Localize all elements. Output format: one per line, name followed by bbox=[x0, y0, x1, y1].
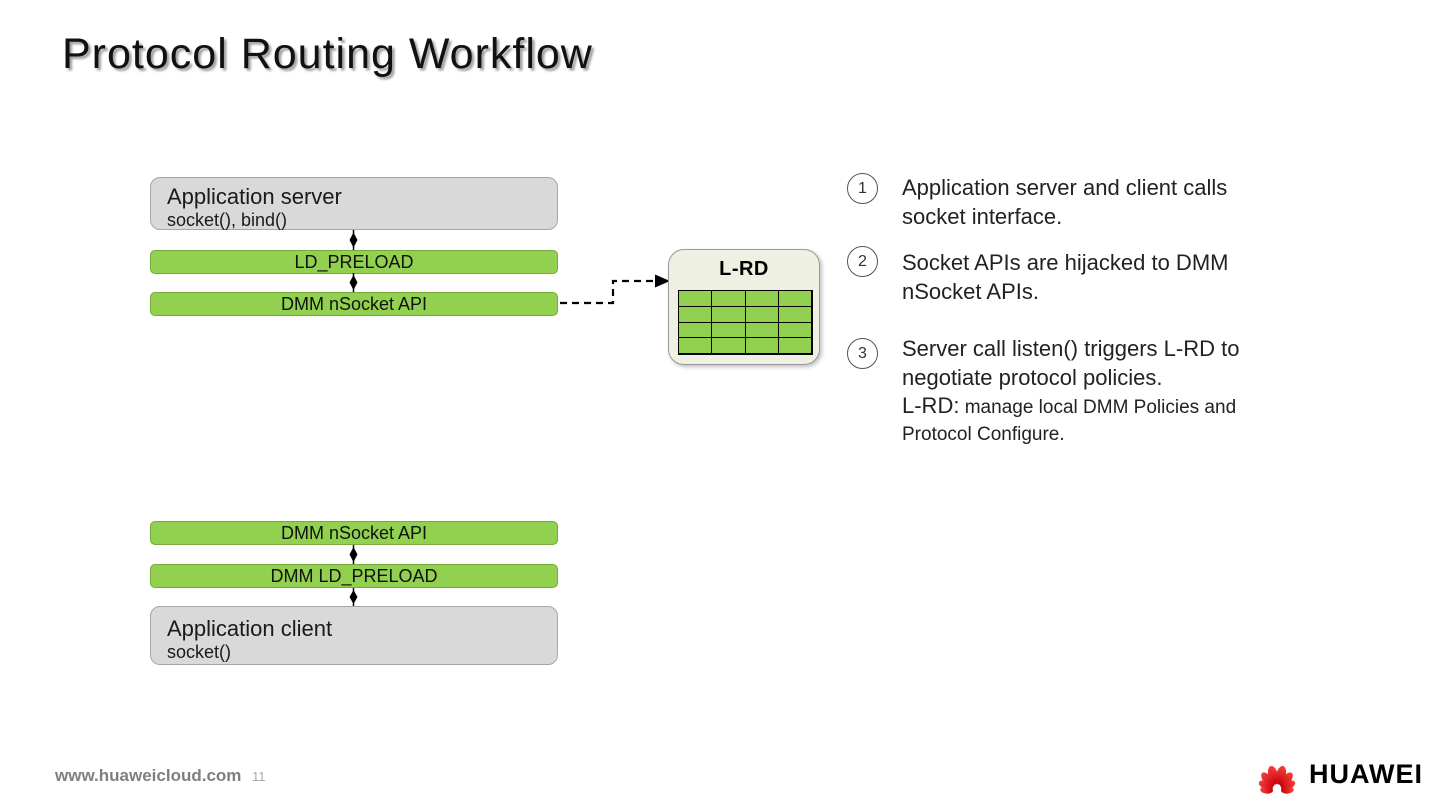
lrd-table-cell bbox=[745, 291, 779, 307]
annotation-2-badge: 2 bbox=[847, 246, 878, 277]
lrd-table-cell bbox=[679, 306, 713, 323]
lrd-table-cell bbox=[745, 306, 779, 323]
dmm-nsocket-api-bar-server: DMM nSocket API bbox=[150, 292, 558, 316]
footer-url: www.huaweicloud.com bbox=[55, 766, 242, 785]
application-server-title: Application server bbox=[167, 184, 342, 209]
lrd-table-cell bbox=[712, 291, 746, 307]
lrd-box: L-RD bbox=[668, 249, 820, 365]
lrd-table-cell bbox=[679, 291, 713, 307]
application-server-calls: socket(), bind() bbox=[167, 210, 288, 230]
lrd-table-cell bbox=[745, 338, 779, 354]
huawei-logo: HUAWEI bbox=[1253, 752, 1423, 796]
diamond-connector-icon bbox=[349, 588, 358, 606]
lrd-table-cell bbox=[778, 306, 812, 323]
ld-preload-bar: LD_PRELOAD bbox=[150, 250, 558, 274]
diamond-connector-icon bbox=[349, 230, 358, 250]
application-client-box: Application client socket() bbox=[150, 606, 558, 665]
lrd-table-cell bbox=[745, 322, 779, 339]
annotation-2-text: Socket APIs are hijacked to DMM nSocket … bbox=[902, 250, 1229, 304]
lrd-table-cell bbox=[712, 306, 746, 323]
dmm-nsocket-api-bar-client: DMM nSocket API bbox=[150, 521, 558, 545]
annotation-1-badge: 1 bbox=[847, 173, 878, 204]
annotation-3-text: Server call listen() triggers L-RD to ne… bbox=[902, 334, 1332, 448]
diamond-connector-icon bbox=[349, 273, 358, 292]
lrd-label: L-RD bbox=[719, 258, 769, 280]
huawei-flower-icon bbox=[1258, 765, 1296, 794]
lrd-table bbox=[678, 290, 813, 355]
application-client-calls: socket() bbox=[167, 642, 232, 662]
annotation-3-note: L-RD: manage local DMM Policies and Prot… bbox=[902, 392, 1304, 448]
lrd-table-cell bbox=[712, 338, 746, 354]
lrd-table-cell bbox=[778, 291, 812, 307]
diamond-connector-icon bbox=[349, 545, 358, 564]
lrd-table-cell bbox=[679, 338, 713, 354]
dashed-arrow-icon bbox=[560, 274, 670, 305]
dmm-ld-preload-bar: DMM LD_PRELOAD bbox=[150, 564, 558, 588]
huawei-brand-text: HUAWEI bbox=[1309, 758, 1423, 789]
annotation-3-note-text: manage local DMM Policies and Protocol C… bbox=[902, 397, 1237, 445]
lrd-table-cell bbox=[778, 338, 812, 354]
page-title: Protocol Routing Workflow bbox=[62, 30, 593, 78]
application-server-box: Application server socket(), bind() bbox=[150, 177, 558, 230]
annotation-3-badge: 3 bbox=[847, 338, 878, 369]
lrd-table-cell bbox=[679, 322, 713, 339]
application-client-title: Application client bbox=[167, 616, 333, 641]
annotation-3-note-label: L-RD: bbox=[902, 393, 960, 418]
page-number: 11 bbox=[252, 769, 266, 784]
annotation-1-text: Application server and client calls sock… bbox=[902, 175, 1228, 229]
lrd-table-cell bbox=[712, 322, 746, 339]
lrd-table-cell bbox=[778, 322, 812, 339]
